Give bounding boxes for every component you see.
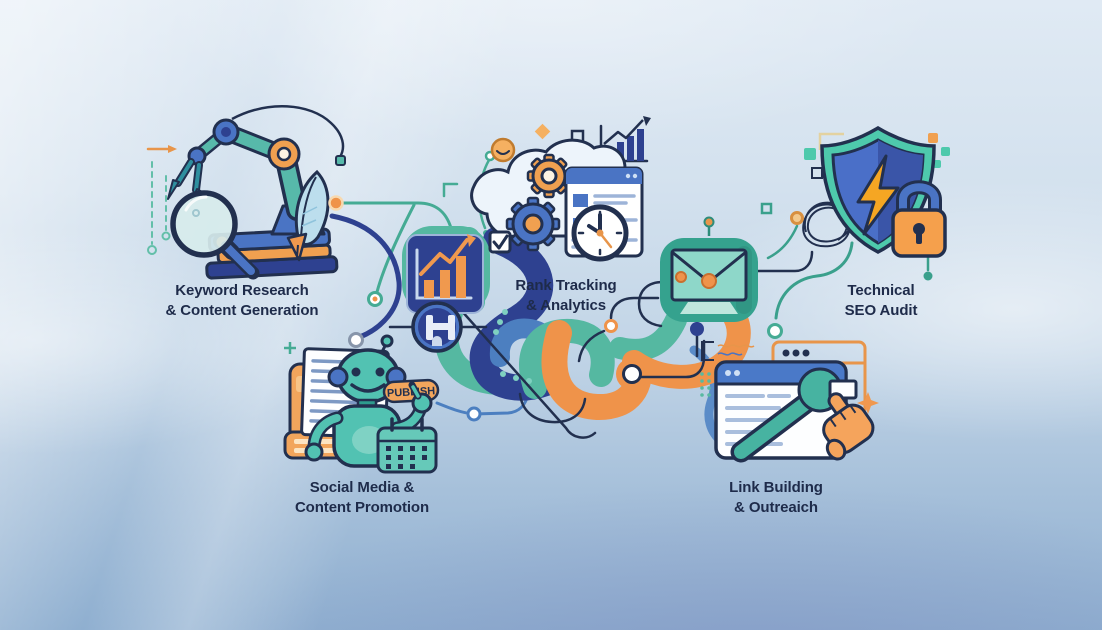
gear-icon (526, 153, 572, 199)
cursor-hand-icon (822, 392, 875, 461)
label-social-media-content-promotion: Social Media & Content Promotion (295, 478, 429, 518)
label-line: Keyword Research (175, 282, 309, 299)
circuit-trace-icon (146, 145, 177, 255)
robot-arm-icon (167, 105, 346, 236)
cluster-technical-seo (802, 125, 950, 258)
label-line: SEO Audit (844, 302, 918, 319)
pipe-teal-env-stem (609, 309, 687, 361)
clock-icon (571, 204, 629, 262)
cluster-rank-tracking (470, 116, 651, 262)
gateway-badge-icon (411, 301, 463, 353)
label-link-building-outreach: Link Building & Outreaich (729, 478, 823, 518)
teal-ring-node-right (767, 323, 783, 339)
calendar-icon (376, 417, 438, 474)
orange-bulb-node (328, 195, 344, 211)
wrench-icon (730, 367, 858, 463)
label-line: & Outreaich (734, 499, 818, 516)
navy-dot-node (690, 322, 704, 336)
blue-ring-node (466, 406, 482, 422)
tan-ring-node (790, 211, 804, 225)
sparkle-deco (857, 392, 879, 414)
white-ring-node (622, 364, 642, 384)
gear-icon-blue (505, 196, 561, 252)
square-outline-deco (811, 167, 823, 179)
bracket-deco (818, 132, 844, 150)
email-envelope-icon (660, 216, 758, 322)
cluster-social-media: PUBLISH (283, 334, 440, 474)
label-rank-tracking-analytics: Rank Tracking & Analytics (515, 276, 616, 316)
bar-chart-card-icon (402, 226, 490, 314)
teal-square-deco (804, 148, 816, 160)
label-keyword-research-content-generation: Keyword Research & Content Generation (165, 281, 318, 321)
lightning-icon (856, 154, 900, 236)
pipe-dots (493, 309, 532, 384)
cluster-link-building (700, 340, 879, 463)
label-line: Social Media & (309, 479, 415, 496)
grey-ring-node (348, 332, 364, 348)
orange-square-deco (928, 133, 938, 143)
smiley-badge-icon (490, 137, 516, 163)
label-technical-seo-audit: Technical SEO Audit (845, 281, 918, 321)
label-line: & Analytics (525, 297, 607, 314)
label-line: & Content Generation (165, 302, 319, 319)
plus-glyph-deco (284, 342, 296, 354)
teal-square-deco2 (941, 147, 950, 156)
label-line: Link Building (729, 479, 823, 496)
cluster-keyword-research (167, 105, 346, 280)
label-line: Content Promotion (294, 499, 430, 516)
checkbox-icon (488, 230, 512, 254)
label-line: Technical (847, 282, 915, 299)
padlock-icon (891, 180, 947, 258)
label-line: Rank Tracking (515, 277, 617, 294)
diamond-icon (534, 123, 551, 140)
node-dots (328, 195, 804, 422)
magnifying-glass-icon (170, 190, 260, 280)
quill-pen-icon (286, 169, 330, 262)
orange-ring-node (604, 319, 618, 333)
